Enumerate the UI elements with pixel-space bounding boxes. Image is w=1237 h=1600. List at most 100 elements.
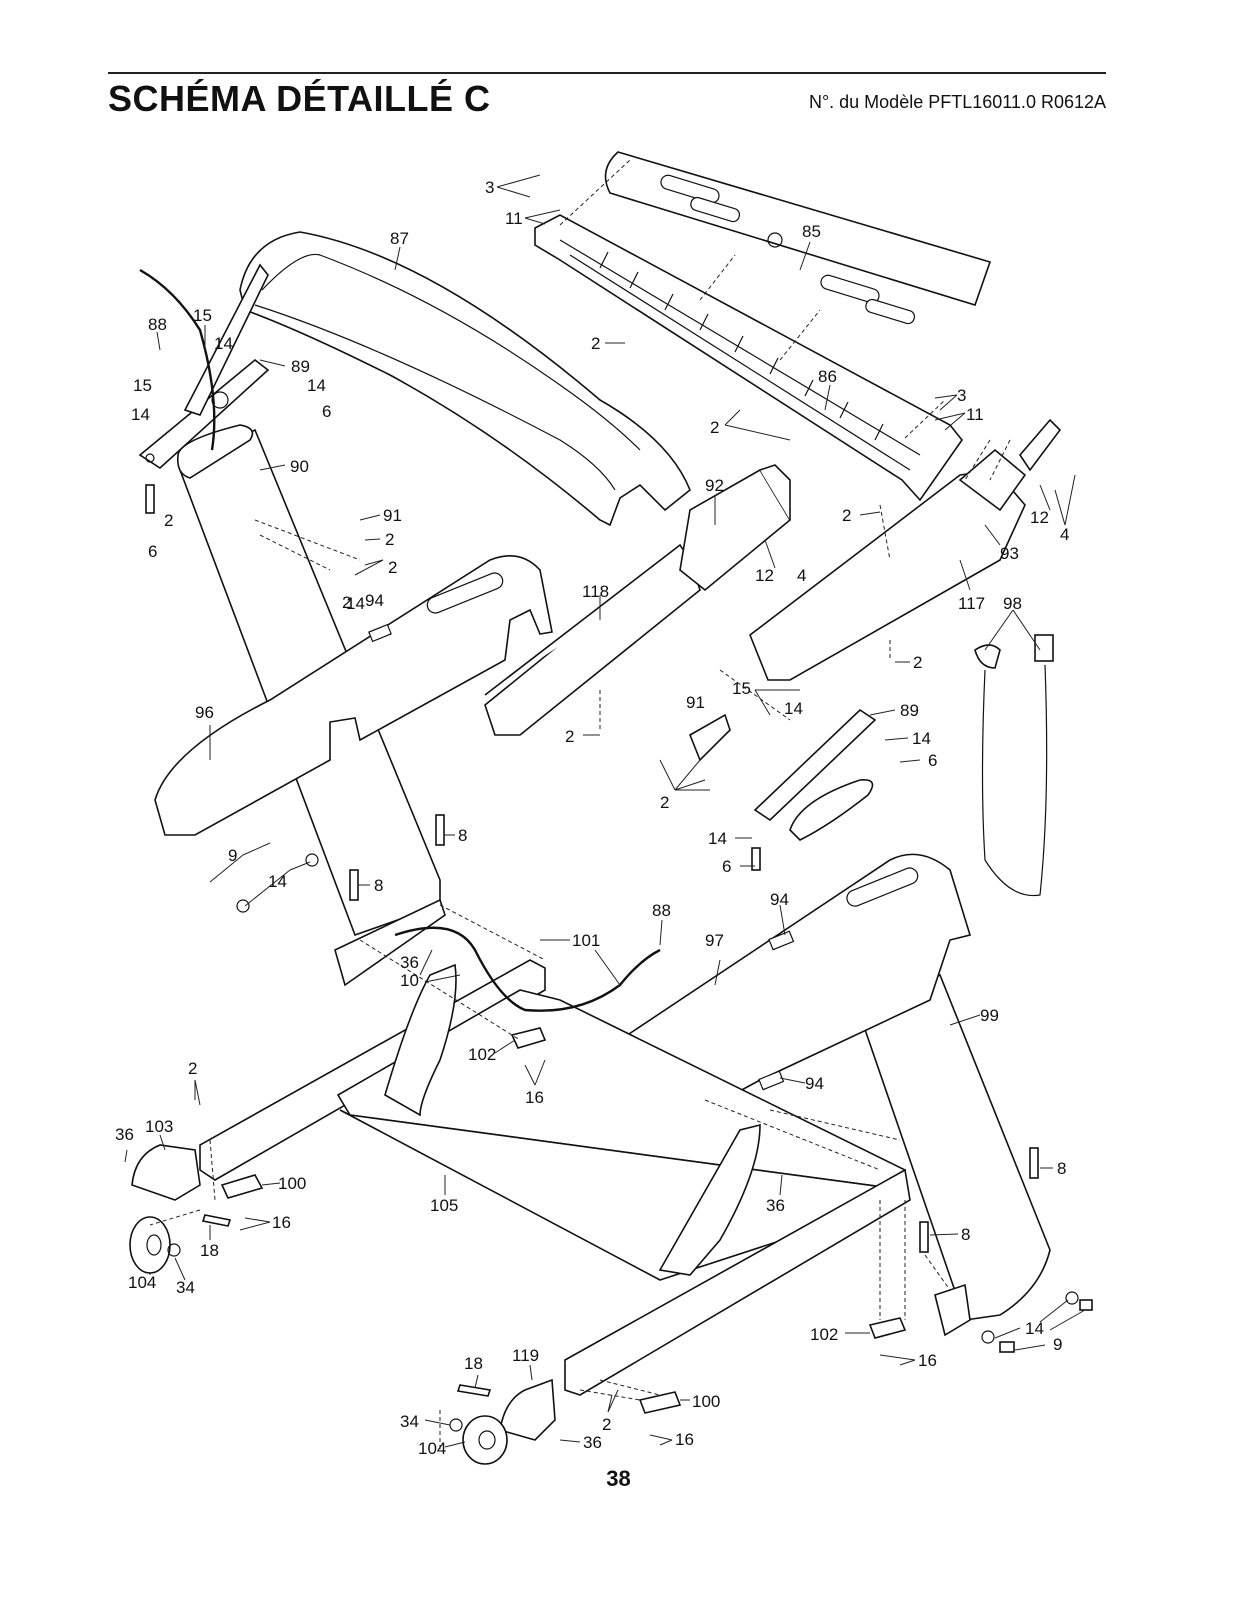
callout-label: 12	[1030, 508, 1049, 527]
callout-label: 102	[468, 1045, 496, 1064]
callout-label: 88	[148, 315, 167, 334]
callout-labels: 3 11 85 87 88 15 14 89 14 6 15 14 2 86 3…	[115, 178, 1069, 1458]
callout-label: 117	[958, 594, 985, 613]
callout-label: 15	[732, 679, 751, 698]
callout-label: 6	[322, 402, 331, 421]
callout-label: 2	[388, 558, 397, 577]
part-87-hood	[239, 231, 691, 527]
model-number: N°. du Modèle PFTL16011.0 R0612A	[808, 92, 1106, 112]
callout-label: 15	[193, 306, 212, 325]
callout-label: 96	[195, 703, 214, 722]
callout-label: 14	[346, 594, 365, 613]
callout-label: 6	[148, 542, 157, 561]
callout-label: 99	[980, 1006, 999, 1025]
callout-label: 14	[912, 729, 931, 748]
callout-label: 2	[842, 506, 851, 525]
callout-label: 89	[900, 701, 919, 720]
callout-label: 102	[810, 1325, 838, 1344]
part-98-pulse-wire	[974, 634, 1054, 897]
callout-label: 14	[307, 376, 326, 395]
callout-label: 8	[1057, 1159, 1066, 1178]
callout-label: 18	[200, 1241, 219, 1260]
callout-label: 2	[342, 593, 351, 612]
callout-label: 2	[602, 1415, 611, 1434]
callout-label: 105	[430, 1196, 458, 1215]
part-104-wheel-right	[462, 1415, 508, 1465]
fasteners	[145, 484, 1093, 1432]
callout-label: 94	[365, 591, 384, 610]
part-92-arm-tube	[679, 464, 792, 592]
callout-label: 15	[133, 376, 152, 395]
callout-label: 8	[961, 1225, 970, 1244]
callout-label: 2	[385, 530, 394, 549]
callout-label: 14	[131, 405, 150, 424]
page-number: 38	[606, 1466, 631, 1491]
part-119-rear-foot	[499, 1378, 556, 1441]
part-99-right-upright	[859, 973, 1051, 1321]
callout-label: 98	[1003, 594, 1022, 613]
callout-label: 2	[660, 793, 669, 812]
callout-label: 12	[755, 566, 774, 585]
callout-label: 16	[918, 1351, 937, 1370]
callout-label: 36	[583, 1433, 602, 1452]
callout-label: 2	[591, 334, 600, 353]
callout-label: 104	[128, 1273, 156, 1292]
callout-label: 118	[582, 582, 609, 601]
callout-label: 9	[1053, 1335, 1062, 1354]
callout-label: 101	[572, 931, 600, 950]
callout-label: 14	[784, 699, 803, 718]
alignment-lines	[149, 439, 1011, 1450]
callout-label: 4	[1060, 525, 1069, 544]
callout-label: 18	[464, 1354, 483, 1373]
callout-label: 100	[278, 1174, 306, 1193]
part-89-left-bracket	[138, 263, 270, 470]
callout-label: 103	[145, 1117, 173, 1136]
callout-label: 2	[710, 418, 719, 437]
callout-label: 119	[512, 1346, 539, 1365]
callout-label: 2	[188, 1059, 197, 1078]
base-frame	[199, 898, 971, 1396]
callout-label: 8	[458, 826, 467, 845]
part-118-arm-cover	[484, 543, 701, 736]
header-rule	[108, 72, 1106, 74]
callout-label: 6	[722, 857, 731, 876]
callout-label: 2	[565, 727, 574, 746]
callout-label: 10	[400, 971, 419, 990]
part-91-right-plate	[688, 713, 731, 762]
callout-label: 14	[1025, 1319, 1044, 1338]
callout-label: 34	[176, 1278, 195, 1297]
callout-label: 16	[525, 1088, 544, 1107]
callout-label: 3	[485, 178, 494, 197]
callout-label: 85	[802, 222, 821, 241]
part-96-left-handrail	[154, 554, 553, 836]
callout-label: 94	[805, 1074, 824, 1093]
callout-label: 88	[652, 901, 671, 920]
callout-label: 104	[418, 1439, 446, 1458]
callout-label: 36	[766, 1196, 785, 1215]
callout-label: 92	[705, 476, 724, 495]
callout-label: 9	[228, 846, 237, 865]
callout-label: 11	[966, 405, 984, 424]
leader-lines	[124, 174, 1086, 1448]
part-93-arm-tube	[958, 418, 1062, 512]
callout-label: 90	[290, 457, 309, 476]
callout-label: 8	[374, 876, 383, 895]
callout-label: 16	[675, 1430, 694, 1449]
callout-label: 97	[705, 931, 724, 950]
part-89-right-bracket	[753, 708, 877, 841]
callout-label: 14	[214, 334, 233, 353]
callout-label: 93	[1000, 544, 1019, 563]
callout-label: 91	[686, 693, 705, 712]
part-86-bracket-rail	[534, 214, 963, 502]
callout-label: 91	[383, 506, 402, 525]
callout-label: 11	[505, 209, 523, 228]
callout-label: 14	[708, 829, 727, 848]
part-100-pads	[220, 1174, 682, 1414]
part-88-wire-harness	[139, 268, 661, 1012]
callout-label: 36	[400, 953, 419, 972]
callout-label: 6	[928, 751, 937, 770]
callout-label: 94	[770, 890, 789, 909]
callout-label: 2	[164, 511, 173, 530]
callout-label: 4	[797, 566, 806, 585]
